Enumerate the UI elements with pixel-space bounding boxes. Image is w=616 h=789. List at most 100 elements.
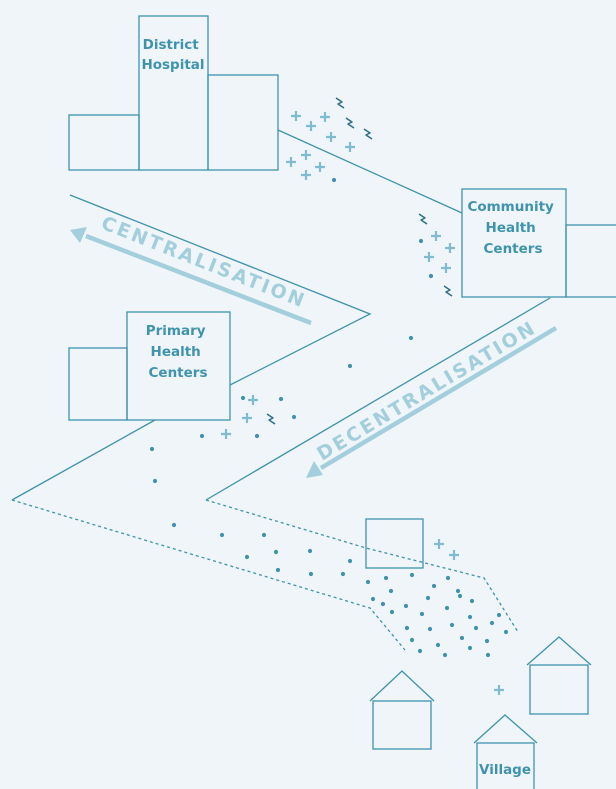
dot-icon [485,652,491,658]
lightning-bolt-icon [335,97,345,109]
dot-icon [419,611,425,617]
dot-icon [403,603,409,609]
dot-icon [444,605,450,611]
dot-icon [254,433,260,439]
dot-icon [435,642,441,648]
cross-icon [221,429,231,439]
dot-icon [347,363,353,369]
cross-icon [445,243,455,253]
house-right [526,636,592,715]
dot-icon [219,532,225,538]
phc-main-block [126,311,231,421]
cross-icon [306,121,316,131]
dot-icon [408,335,414,341]
icons-layer [149,97,509,695]
village-label: Village [479,762,531,778]
dot-icon [417,648,423,654]
road-edge-outer [277,129,463,214]
chc-side-block [565,224,616,298]
community-health-centers [461,188,616,298]
dot-icon [273,549,279,555]
primary-health-centers [68,311,231,421]
district-hospital-label: District Hospital [141,37,204,73]
dot-icon [307,548,313,554]
dot-icon [261,532,267,538]
cross-icon [441,263,451,273]
lightning-bolt-icon [345,117,355,129]
cross-icon [320,112,330,122]
dot-icon [240,395,246,401]
cross-icon [326,132,336,142]
dot-icon [449,622,455,628]
district-hospital [68,15,279,171]
road-path-dashed-left [11,499,406,651]
dot-icon [469,598,475,604]
dot-icon [291,414,297,420]
cross-icon [434,539,444,549]
cross-icon [242,413,252,423]
road-path-dashed-right [205,499,519,633]
dot-icon [445,575,451,581]
dot-icon [489,620,495,626]
cross-icon [449,550,459,560]
lightning-bolt-icon [443,285,453,297]
dot-icon [199,433,205,439]
cross-icon [291,111,301,121]
dot-icon [383,575,389,581]
dot-icon [455,588,461,594]
dot-icon [365,579,371,585]
centralisation-arrow-head [70,227,87,243]
dot-icon [149,446,155,452]
dot-icon [418,238,424,244]
dot-icon [404,625,410,631]
dot-icon [389,609,395,615]
district-hospital-right-block [207,74,279,171]
decentralisation-label: DECENTRALISATION [313,317,540,466]
cross-icon [248,395,258,405]
village-houses [369,636,592,789]
primary-health-centers-label: Primary Health Centers [146,323,211,381]
dot-icon [278,396,284,402]
road-edge-upper-zig [69,194,372,386]
cross-icon [494,685,504,695]
dot-icon [152,478,158,484]
dot-icon [427,626,433,632]
dot-icon [388,588,394,594]
dot-icon [244,554,250,560]
dot-icon [484,638,490,644]
dot-icon [347,558,353,564]
cross-icon [345,142,355,152]
dot-icon [370,596,376,602]
house-left [369,670,435,750]
dot-icon [457,593,463,599]
road-edge-lower [11,419,156,501]
district-hospital-left-block [68,114,140,171]
dot-icon [409,637,415,643]
dot-icon [409,572,415,578]
house-village [473,714,538,789]
dot-icon [380,601,386,607]
district-hospital-label-line2: Hospital [141,57,204,73]
phc-side-block [68,347,128,421]
cross-icon [301,150,311,160]
dot-icon [171,522,177,528]
lightning-bolt-icon [266,413,276,425]
centralisation-label: CENTRALISATION [98,212,309,312]
dot-icon [340,571,346,577]
dot-icon [308,571,314,577]
dot-icon [331,177,337,183]
dot-icon [442,652,448,658]
decentralisation-arrow-head [306,461,323,478]
sub-center-box [365,518,424,569]
district-hospital-label-line1: District [143,37,200,53]
cross-icon [286,157,296,167]
road-edge-mid [205,297,551,501]
dot-icon [275,567,281,573]
dot-icon [473,625,479,631]
community-health-centers-label: Community Health Centers [467,199,558,257]
cross-icon [431,231,441,241]
road [11,129,551,651]
centralisation-arrow: CENTRALISATION [70,212,312,326]
dot-icon [425,595,431,601]
